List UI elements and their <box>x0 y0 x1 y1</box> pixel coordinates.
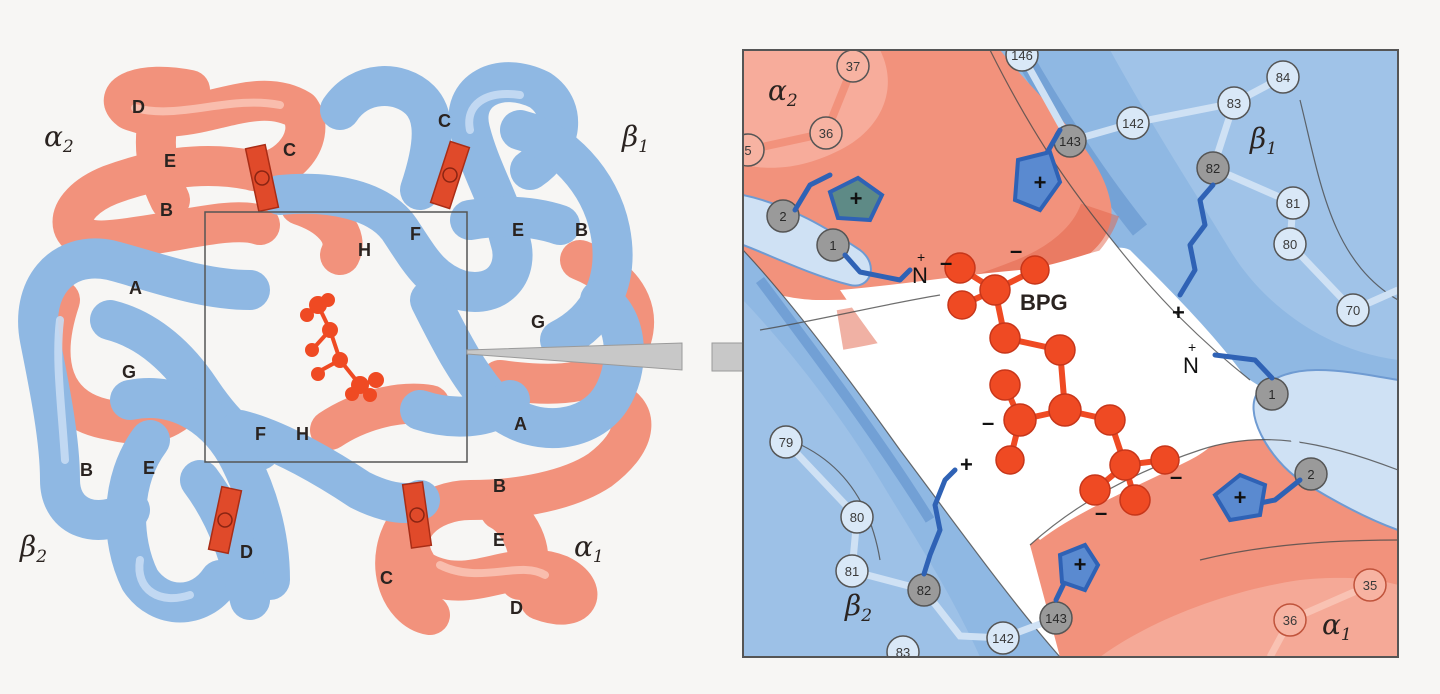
residue-left-1: 1 <box>829 238 836 253</box>
charge-minus-3: – <box>982 410 994 435</box>
heme-groups <box>207 140 471 555</box>
detail-frame <box>742 49 1399 658</box>
residue-b2-143: 143 <box>1045 611 1067 626</box>
histidine-charge-a2: + <box>850 186 863 211</box>
residue-right-1: 1 <box>1268 387 1275 402</box>
helix-label-a2-b: B <box>160 200 173 220</box>
bpg-molecule <box>944 252 1180 516</box>
helix-label-b1-b: B <box>575 220 588 240</box>
helix-label-a2-d: D <box>132 97 145 117</box>
residue-a1-35: 35 <box>1363 578 1377 593</box>
detail-chain-label-alpha2: α2 <box>768 74 798 111</box>
helix-label-a1-b: B <box>493 476 506 496</box>
binding-cavity <box>840 247 1243 540</box>
charge-minus-2: – <box>1010 238 1022 263</box>
histidine-charge-right: + <box>1234 485 1247 510</box>
hemoglobin-overview: D E B C C E B G A H F A G B E F H D B E … <box>18 62 683 635</box>
helix-label-a1-e: E <box>493 530 505 550</box>
residue-markers <box>743 50 1387 657</box>
residue-b1-80: 80 <box>1283 237 1297 252</box>
chain-label-beta2: β2 <box>19 530 47 567</box>
n-terminus-left: N <box>912 263 928 288</box>
helix-label-b1-f: F <box>410 224 421 244</box>
residue-left-2: 2 <box>779 209 786 224</box>
helix-label-b1-a: A <box>514 414 527 434</box>
residue-b1-146: 146 <box>1011 48 1033 63</box>
charge-minus-1: – <box>940 250 952 275</box>
detail-chain-label-beta1: β1 <box>1249 122 1277 159</box>
residue-b1-81: 81 <box>1286 196 1300 211</box>
heme-beta2 <box>207 485 243 555</box>
residue-b2-81: 81 <box>845 564 859 579</box>
helix-label-b2-g: G <box>122 362 136 382</box>
helix-label-b1-g: G <box>531 312 545 332</box>
helix-label-b1-e: E <box>512 220 524 240</box>
histidine-ring-a2 <box>827 175 885 223</box>
residue-b2-142: 142 <box>992 631 1014 646</box>
helix-label-a1-d: D <box>510 598 523 618</box>
helix-label-a2-c: C <box>283 140 296 160</box>
zoom-connector <box>466 342 683 371</box>
residue-a1-36: 36 <box>1283 613 1297 628</box>
charge-minus-4: – <box>1170 464 1182 489</box>
histidine-ring-right <box>1212 472 1268 523</box>
histidine-charge-b2: + <box>1074 552 1087 577</box>
side-chains <box>792 127 1303 603</box>
chain-label-alpha2: α2 <box>44 120 74 157</box>
residue-b2-83: 83 <box>896 645 910 660</box>
helix-label-b2-f: F <box>255 424 266 444</box>
histidine-rings <box>827 149 1268 593</box>
bpg-small <box>300 293 384 402</box>
helix-label-b1-c: C <box>438 111 451 131</box>
histidine-charge-b1: + <box>1034 170 1047 195</box>
n-terminus-right-charge: + <box>1188 339 1196 355</box>
residue-a2-5: 5 <box>744 143 751 158</box>
n-terminus-right: N <box>1183 353 1199 378</box>
bpg-label: BPG <box>1020 290 1068 315</box>
helix-label-a2-e: E <box>164 151 176 171</box>
chain-label-alpha1: α1 <box>574 530 604 567</box>
heme-alpha1 <box>401 481 433 549</box>
charge-plus-lys-b2: + <box>960 452 973 477</box>
histidine-ring-b1 <box>1012 149 1063 213</box>
heme-alpha2 <box>244 143 280 213</box>
helix-label-b1-h: H <box>358 240 371 260</box>
residue-b2-79: 79 <box>779 435 793 450</box>
residue-b1-70: 70 <box>1346 303 1360 318</box>
charge-plus-lys-b1: + <box>1172 300 1185 325</box>
detail-chain-label-beta2: β2 <box>844 589 872 626</box>
helix-label-b2-a: A <box>129 278 142 298</box>
residue-b1-84: 84 <box>1276 70 1290 85</box>
helix-label-b2-b: B <box>80 460 93 480</box>
residue-b1-142: 142 <box>1122 116 1144 131</box>
beta2-chain <box>18 238 440 623</box>
residue-b1-82: 82 <box>1206 161 1220 176</box>
helix-label-b2-d: D <box>240 542 253 562</box>
residue-right-2: 2 <box>1307 467 1314 482</box>
residue-b1-143: 143 <box>1059 134 1081 149</box>
detail-chain-label-alpha1: α1 <box>1322 608 1352 645</box>
n-terminus-left-charge: + <box>917 249 925 265</box>
helix-label-b2-e: E <box>143 458 155 478</box>
residue-a2-37: 37 <box>846 59 860 74</box>
zoom-box <box>204 211 468 463</box>
helix-label-b2-h: H <box>296 424 309 444</box>
residue-a2-36: 36 <box>819 126 833 141</box>
residue-b2-82: 82 <box>917 583 931 598</box>
helix-label-a1-c: C <box>380 568 393 588</box>
heme-beta1 <box>429 140 471 210</box>
residue-b1-83: 83 <box>1227 96 1241 111</box>
histidine-ring-b2 <box>1057 542 1101 593</box>
charge-minus-5: – <box>1095 500 1107 525</box>
residue-b2-80: 80 <box>850 510 864 525</box>
bpg-binding-detail: 37 36 5 146 143 142 84 83 82 81 80 70 2 … <box>742 48 1399 660</box>
chain-label-beta1: β1 <box>621 120 649 157</box>
